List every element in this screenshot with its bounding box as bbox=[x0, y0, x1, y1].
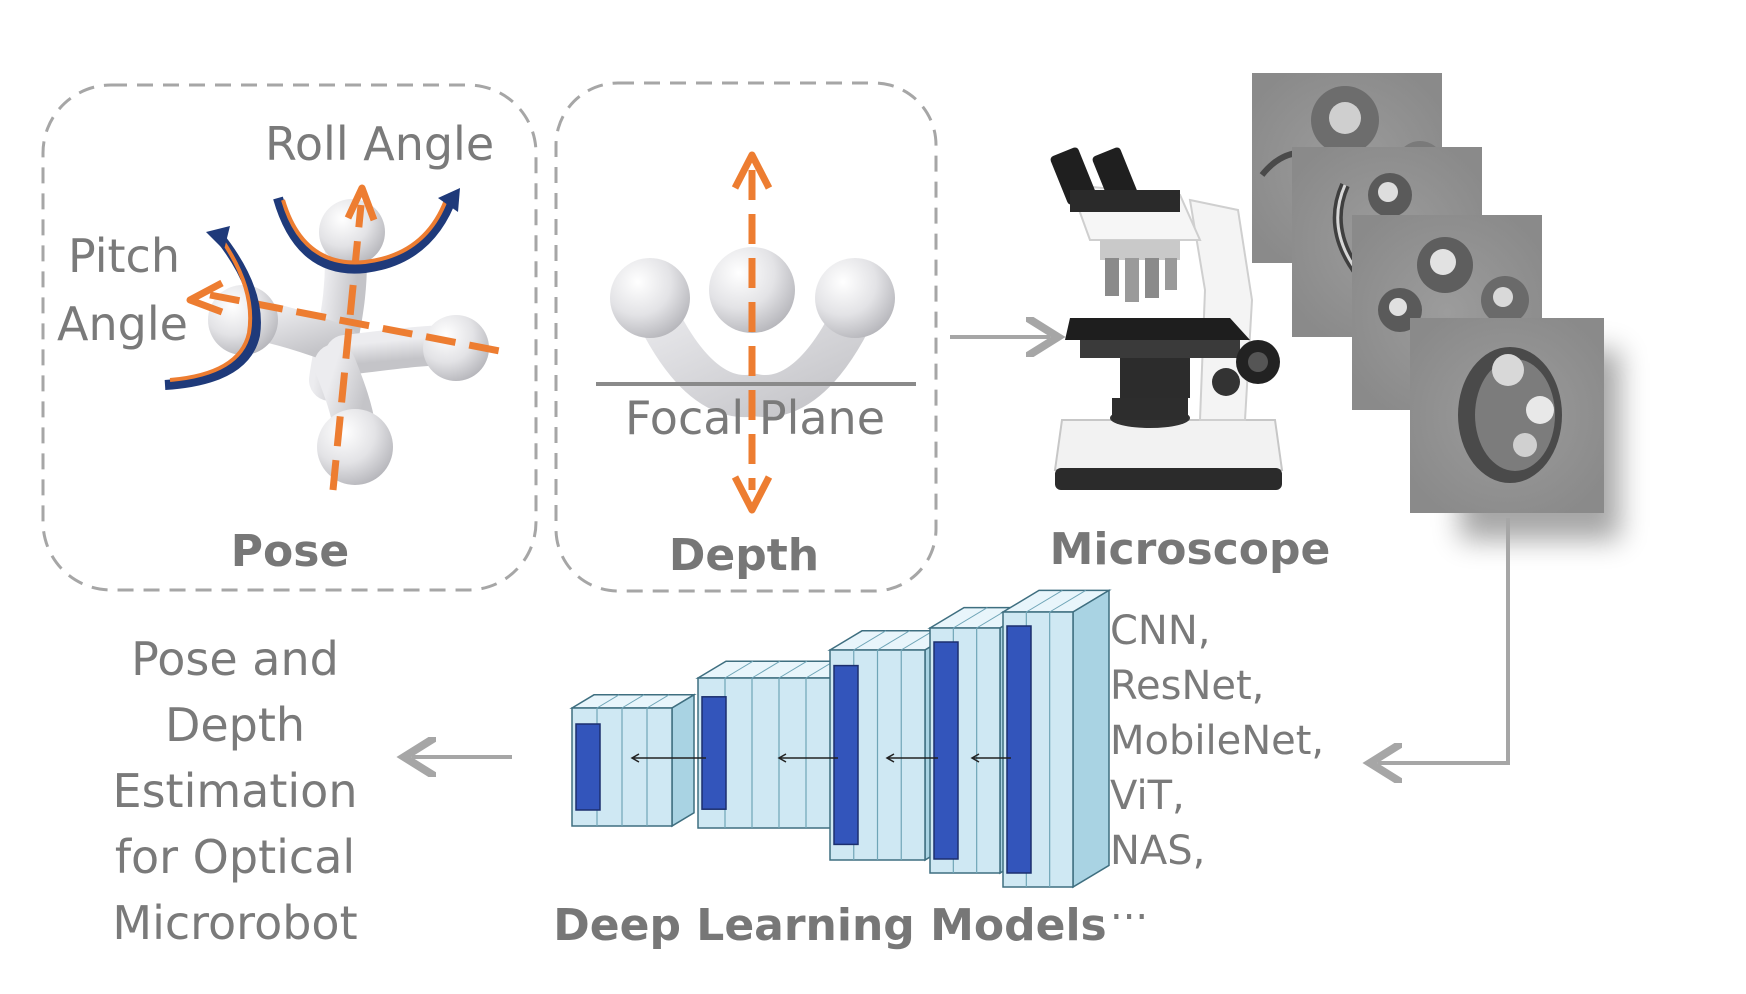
model-item: ... bbox=[1110, 883, 1148, 929]
output-line: Estimation bbox=[113, 764, 358, 818]
pose-panel: Roll Angle Pitch Angle Pose bbox=[41, 83, 538, 592]
depth-arrow-down-head bbox=[731, 475, 773, 514]
pose-panel-border bbox=[41, 83, 538, 592]
roll-angle-label: Roll Angle bbox=[265, 117, 494, 171]
pitch-axis-arrowhead bbox=[186, 279, 224, 316]
cnn-layer-block bbox=[569, 693, 697, 828]
cnn-layer-block bbox=[970, 589, 1112, 889]
microscope-title: Microscope bbox=[1050, 524, 1331, 575]
output-line: for Optical bbox=[115, 830, 355, 884]
model-item: MobileNet, bbox=[1110, 718, 1324, 764]
model-item: ResNet, bbox=[1110, 663, 1264, 709]
output-line: Pose and bbox=[131, 632, 339, 686]
model-item: CNN, bbox=[1110, 608, 1211, 654]
pitch-rotation-arrow bbox=[164, 226, 261, 390]
depth-panel-border bbox=[554, 81, 938, 593]
depth-arrow-up-head bbox=[731, 151, 773, 190]
focal-plane-label: Focal Plane bbox=[625, 391, 885, 445]
depth-title: Depth bbox=[669, 530, 819, 581]
depth-panel: Focal Plane Depth bbox=[554, 81, 938, 593]
pitch-label-line1: Pitch bbox=[68, 229, 180, 283]
deep-learning-title: Deep Learning Models bbox=[553, 900, 1106, 951]
roll-rotation-arrow bbox=[273, 188, 460, 274]
cnn-architecture bbox=[569, 589, 1112, 889]
pitch-label-line2: Angle bbox=[57, 297, 188, 351]
model-list: CNN, ResNet, MobileNet, ViT, NAS,... bbox=[1110, 608, 1324, 929]
pose-title: Pose bbox=[231, 526, 350, 577]
microscope-image-stack bbox=[1252, 73, 1620, 540]
micro-image-4 bbox=[1410, 318, 1604, 513]
output-line: Depth bbox=[165, 698, 305, 752]
model-item: NAS, bbox=[1110, 828, 1205, 874]
model-item: ViT, bbox=[1110, 773, 1185, 819]
arrow-to-models bbox=[1378, 518, 1510, 763]
microscope-illustration bbox=[1050, 147, 1284, 490]
output-line: Microrobot bbox=[112, 896, 357, 950]
roll-axis-arrowhead bbox=[344, 184, 378, 222]
